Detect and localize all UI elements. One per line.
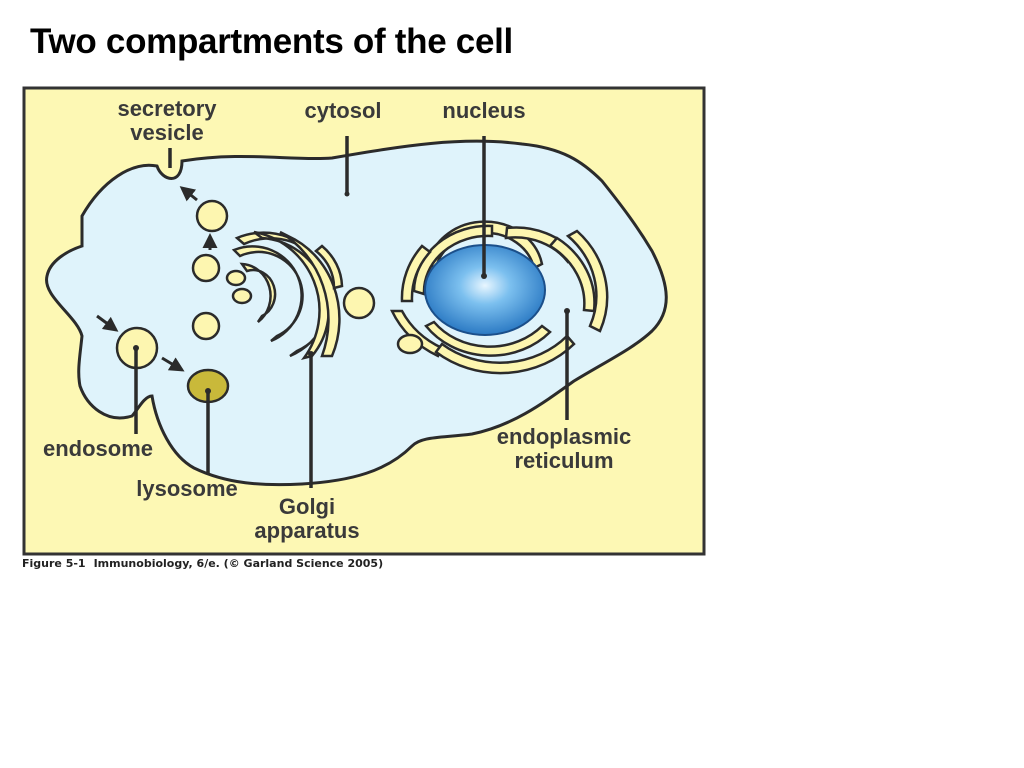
slide-title: Two compartments of the cell (30, 22, 513, 61)
vesicles (115, 199, 376, 370)
golgi-apparatus (225, 230, 344, 361)
label-endosome: endosome (43, 436, 153, 461)
label-lysosome: lysosome (136, 476, 238, 501)
caption-figure-number: Figure 5-1 (22, 557, 86, 570)
leader-lines (134, 136, 569, 488)
label-er-1: endoplasmic (497, 424, 631, 449)
vesicle (191, 253, 221, 283)
vesicle (342, 286, 376, 320)
transport-arrows (96, 186, 218, 372)
label-golgi-1: Golgi (279, 494, 335, 519)
label-secretory-vesicle-2: vesicle (130, 120, 203, 145)
vesicle (195, 199, 229, 233)
vesicle (191, 311, 221, 341)
label-cytosol: cytosol (304, 98, 381, 123)
label-golgi-2: apparatus (254, 518, 359, 543)
label-nucleus: nucleus (442, 98, 525, 123)
caption-source: Immunobiology, 6/e. (© Garland Science 2… (93, 557, 384, 570)
cell-diagram: secretory vesicle cytosol nucleus endoso… (22, 86, 706, 556)
label-er-2: reticulum (514, 448, 613, 473)
endoplasmic-reticulum (390, 220, 609, 375)
figure-caption: Figure 5-1 Immunobiology, 6/e. (© Garland… (22, 557, 383, 570)
label-secretory-vesicle-1: secretory (117, 96, 217, 121)
